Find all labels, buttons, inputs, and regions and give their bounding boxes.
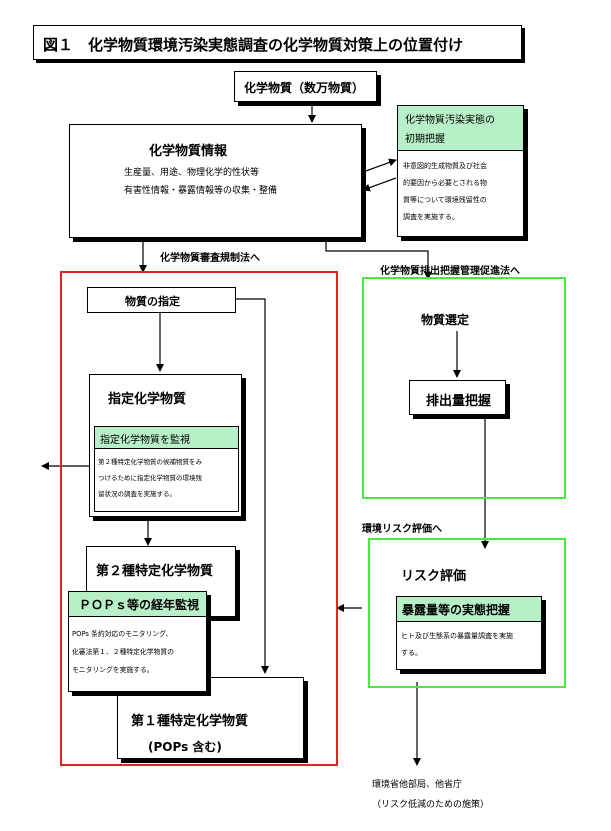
figure-title-box: 図１ 化学物質環境汚染実態調査の化学物質対策上の位置付け	[33, 25, 522, 60]
pops-line: モニタリングを実施する。	[72, 666, 154, 674]
initial-survey-line: 調査を実施する。	[403, 213, 459, 221]
review-law-label: 化学物質審査規制法へ	[160, 253, 260, 264]
emission-label: 排出量把握	[426, 394, 492, 409]
risk-eval-to-label: 環境リスク評価へ	[362, 524, 442, 535]
class1-sub: (POPs 含む)	[148, 740, 222, 754]
prtr-frame	[362, 277, 566, 499]
selection-label: 物質選定	[421, 313, 470, 327]
monitor-header: 指定化学物質を監視	[95, 427, 238, 449]
designation-label: 物質の指定	[125, 295, 180, 308]
bottom-line2: （リスク低減のための施策）	[372, 800, 490, 810]
exposure-box: 暴露量等の実態把握 ヒト及び生態系の暴露量調査を実施 する。	[396, 596, 542, 670]
pops-header: ＰＯＰｓ等の経年監視	[69, 592, 206, 617]
chemical-info-box: 化学物質情報 生産量、用途、物理化学的性状等 有害性情報・暴露情報等の収集・整備	[69, 124, 362, 238]
chemical-info-heading: 化学物質情報	[149, 144, 228, 159]
initial-survey-heading2: 初期把握	[405, 134, 445, 145]
pops-line: POPs 条約対応のモニタリング、	[72, 630, 173, 638]
risk-label: リスク評価	[401, 569, 467, 584]
chemicals-label: 化学物質（数万物質）	[244, 81, 365, 95]
exposure-header: 暴露量等の実態把握	[397, 597, 541, 622]
class1-label: 第１種特定化学物質	[131, 714, 249, 729]
class2-label: 第２種特定化学物質	[96, 564, 214, 579]
initial-survey-line: 非意図的生成物質及び社会	[403, 162, 487, 170]
monitor-box: 指定化学物質を監視 第２種特定化学物質の候補物質をみ つけるために指定化学物質の…	[94, 426, 239, 512]
review-law-frame	[60, 271, 338, 766]
chemical-info-line1: 生産量、用途、物理化学的性状等	[124, 168, 260, 178]
figure-title: 図１ 化学物質環境汚染実態調査の化学物質対策上の位置付け	[43, 36, 464, 54]
chemicals-box: 化学物質（数万物質）	[234, 71, 377, 102]
initial-survey-line: 的要因から必要とされる物	[403, 179, 487, 187]
pops-box: ＰＯＰｓ等の経年監視 POPs 条約対応のモニタリング、 化審法第１、２種特定化…	[68, 591, 207, 692]
monitor-label: 指定化学物質を監視	[100, 435, 190, 446]
exposure-label: 暴露量等の実態把握	[402, 603, 511, 617]
monitor-line: 留状況の調査を実施する。	[98, 490, 176, 498]
emission-box: 排出量把握	[409, 380, 506, 415]
exposure-line: ヒト及び生態系の暴露量調査を実施	[401, 632, 513, 640]
initial-survey-box: 化学物質汚染実態の 初期把握 非意図的生成物質及び社会 的要因から必要とされる物…	[397, 105, 524, 237]
pops-line: 化審法第１、２種特定化学物質の	[72, 648, 174, 656]
risk-frame	[368, 538, 566, 688]
monitor-line: 第２種特定化学物質の候補物質をみ	[98, 458, 202, 466]
pops-label: ＰＯＰｓ等の経年監視	[79, 598, 200, 612]
prtr-law-label: 化学物質排出把握管理促進法へ	[380, 266, 520, 277]
initial-survey-line: 質等について環境残留性の	[403, 196, 487, 204]
designation-box: 物質の指定	[87, 287, 236, 313]
chemical-info-line2: 有害性情報・暴露情報等の収集・整備	[124, 186, 278, 196]
initial-survey-header: 化学物質汚染実態の 初期把握	[398, 106, 523, 151]
exposure-line: する。	[401, 649, 422, 657]
monitor-line: つけるために指定化学物質の環境残	[98, 474, 202, 482]
bottom-line1: 環境省他部局、他省庁	[372, 780, 463, 790]
designated-substance-label: 指定化学物質	[108, 392, 187, 407]
initial-survey-heading1: 化学物質汚染実態の	[405, 115, 495, 126]
